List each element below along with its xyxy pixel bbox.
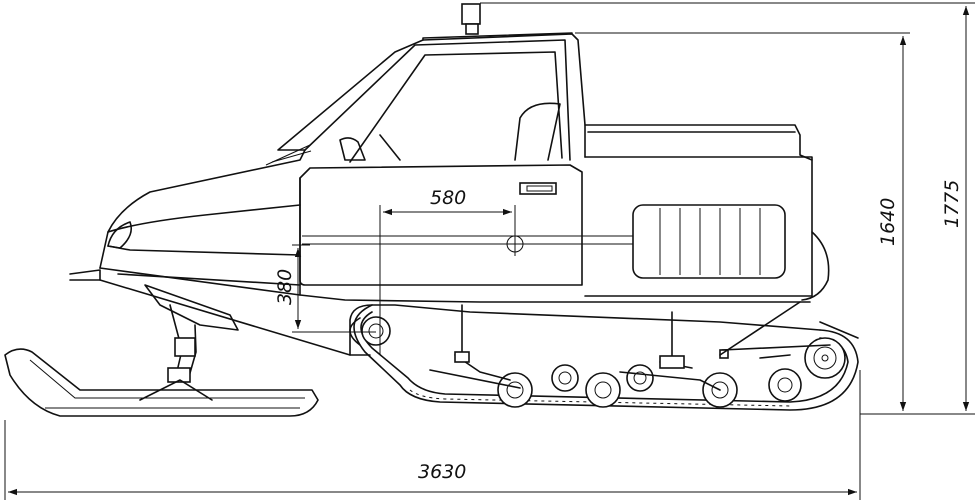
- cab-height-label: 1640: [877, 198, 899, 246]
- seat-height-label: 380: [274, 269, 296, 305]
- dimension-lines: [4, 2, 975, 500]
- vehicle-body: [99, 3, 830, 303]
- seat-offset-label: 580: [430, 187, 466, 209]
- front-ski-assembly: [4, 269, 371, 417]
- overall-height-label: 1775: [941, 180, 963, 228]
- overall-length-label: 3630: [418, 461, 466, 483]
- track-assembly: [349, 301, 859, 411]
